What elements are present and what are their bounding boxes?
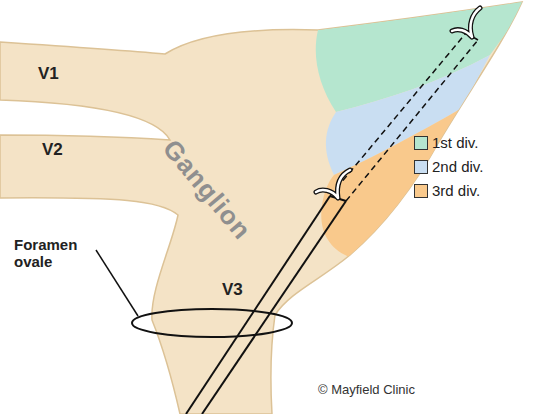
legend-text: 3rd div. [432, 182, 480, 199]
foramen-label: Foramen ovale [14, 236, 84, 271]
copyright-note: © Mayfield Clinic [318, 382, 415, 397]
branch-label: V2 [42, 140, 63, 160]
legend-text: 1st div. [432, 134, 478, 151]
legend-text: 2nd div. [432, 158, 483, 175]
legend-swatch [414, 184, 428, 198]
branch-label: V3 [222, 280, 243, 300]
leader-line [96, 250, 138, 316]
foramen-ring [132, 309, 292, 337]
legend-swatch [414, 160, 428, 174]
branch-label: V1 [38, 64, 59, 84]
legend-swatch [414, 136, 428, 150]
